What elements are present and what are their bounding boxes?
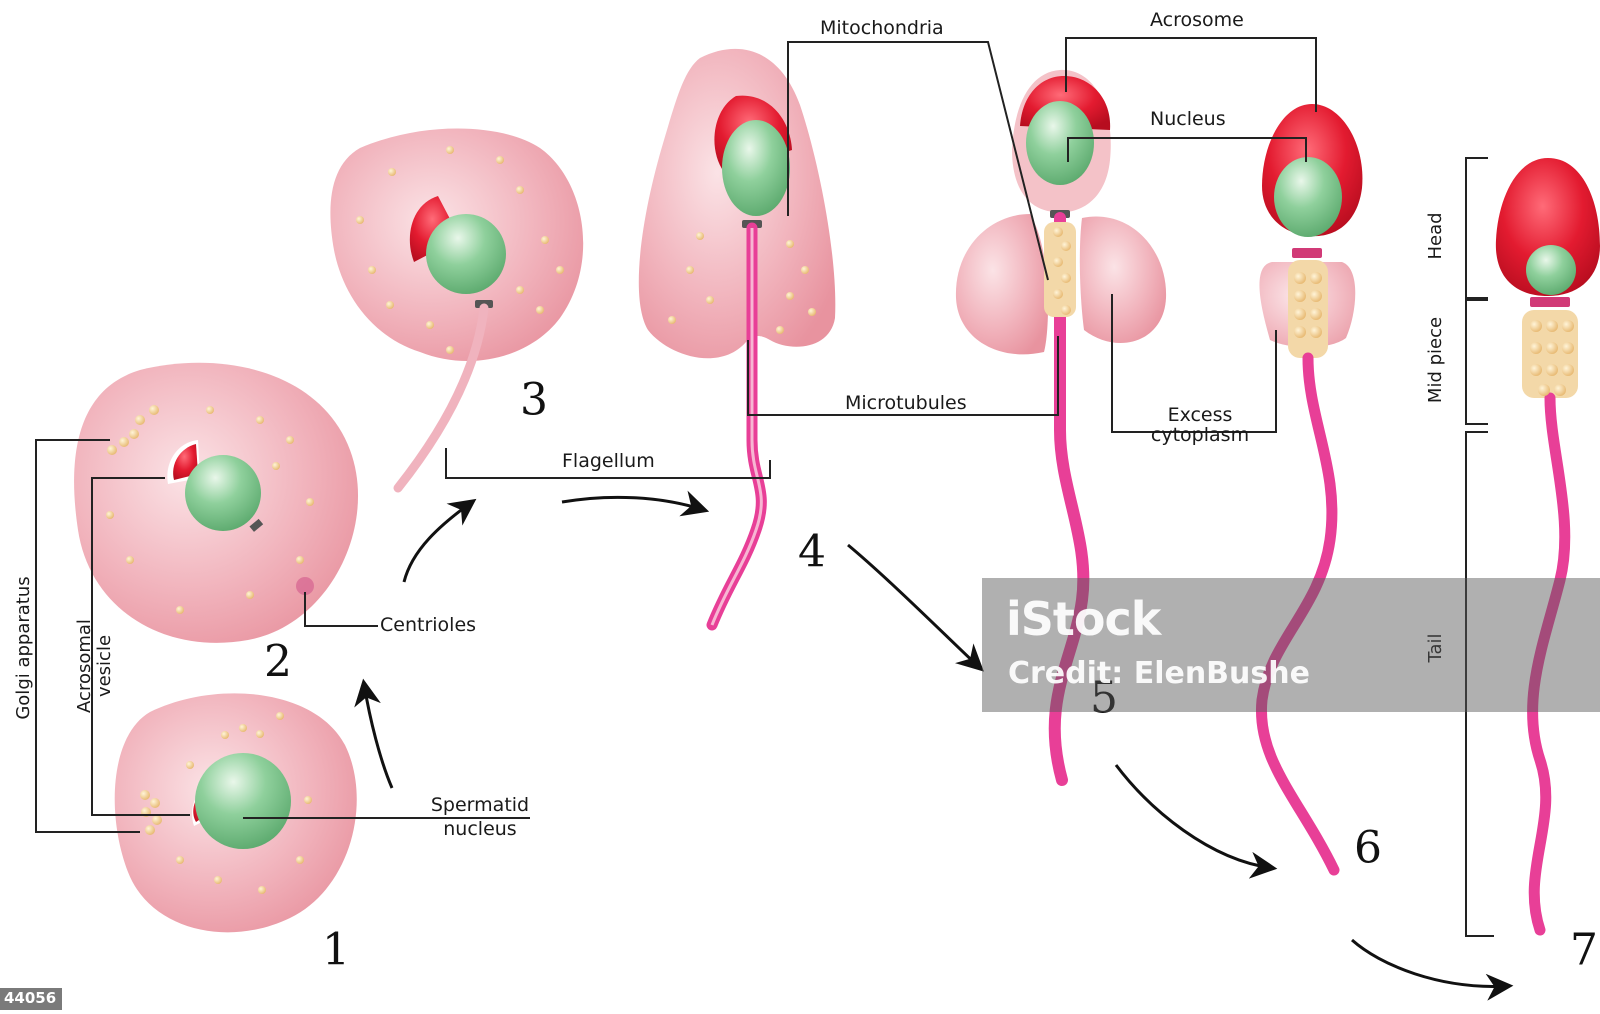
arrow-1-to-2 bbox=[364, 684, 392, 788]
head-bracket bbox=[1466, 158, 1488, 298]
excess-cytoplasm-label: Excess cytoplasm bbox=[1130, 406, 1270, 446]
arrow-4-to-5 bbox=[848, 545, 980, 668]
stage-number-1: 1 bbox=[322, 925, 350, 976]
acrosomal-vesicle-label: Acrosomal vesicle bbox=[75, 619, 115, 713]
istock-logo: iStock bbox=[1006, 592, 1160, 646]
excess-label-line2: cytoplasm bbox=[1130, 426, 1270, 446]
golgi-apparatus-label: Golgi apparatus bbox=[14, 576, 34, 719]
arrow-6-to-7 bbox=[1352, 940, 1508, 986]
head-label: Head bbox=[1426, 212, 1446, 259]
stage-number-7: 7 bbox=[1570, 925, 1598, 976]
stage-arrows bbox=[364, 497, 1508, 986]
spermatid-label-line2: nucleus bbox=[420, 820, 540, 840]
stock-id-badge: 44056 bbox=[0, 988, 62, 1010]
microtubules-label: Microtubules bbox=[845, 394, 967, 414]
arrow-5-to-6 bbox=[1116, 765, 1272, 868]
stage-6-cell bbox=[1259, 104, 1362, 870]
arrow-2-to-3 bbox=[404, 502, 472, 582]
stage-7-cell bbox=[1496, 158, 1600, 930]
stage-2-cell bbox=[74, 363, 358, 643]
acrosomal-label-line2: vesicle bbox=[95, 619, 115, 713]
arrow-3-to-4 bbox=[562, 497, 704, 510]
stage-number-3: 3 bbox=[520, 375, 548, 426]
acrosomal-label-line1: Acrosomal bbox=[75, 619, 95, 713]
spermatid-label-line1: Spermatid bbox=[420, 796, 540, 816]
excess-label-line1: Excess bbox=[1130, 406, 1270, 426]
flagellum-label: Flagellum bbox=[562, 452, 655, 472]
spermatid-nucleus-label: Spermatid nucleus bbox=[420, 796, 540, 840]
stage-number-2: 2 bbox=[264, 637, 292, 688]
mid-piece-label: Mid piece bbox=[1426, 317, 1446, 403]
stage-number-6: 6 bbox=[1354, 823, 1382, 874]
stage-number-4: 4 bbox=[798, 527, 826, 578]
nucleus-label: Nucleus bbox=[1150, 110, 1226, 130]
mid-piece-bracket bbox=[1466, 300, 1488, 424]
stage-1-cell bbox=[115, 693, 357, 932]
stage-3-cell bbox=[330, 129, 583, 489]
mitochondria-label: Mitochondria bbox=[820, 19, 944, 39]
centrioles-label: Centrioles bbox=[380, 616, 476, 636]
acrosome-label: Acrosome bbox=[1150, 11, 1244, 31]
credit-text: Credit: ElenBushe bbox=[1008, 656, 1310, 691]
